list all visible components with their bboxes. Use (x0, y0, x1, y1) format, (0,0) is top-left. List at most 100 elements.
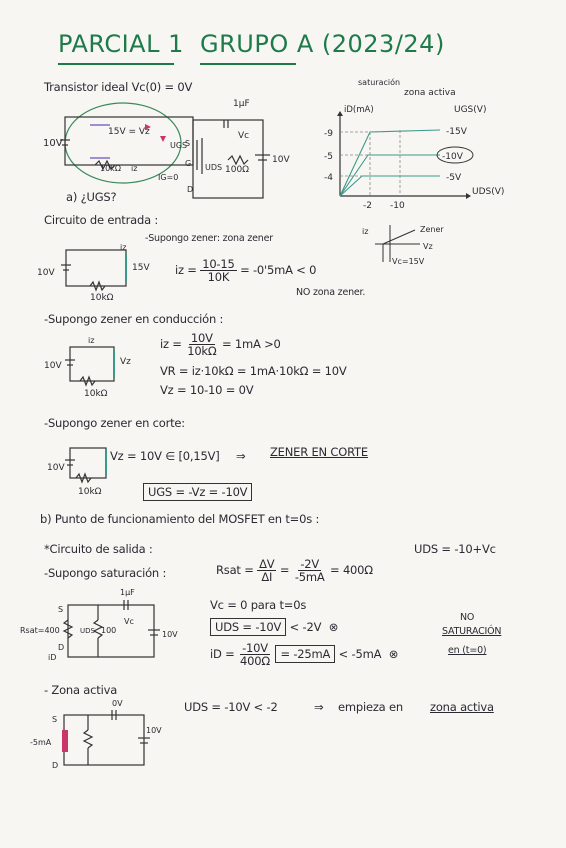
activa-c-src: 10V (146, 726, 162, 735)
salida-header: *Circuito de salida : (44, 542, 153, 556)
question-a: a) ¿UGS? (66, 190, 117, 204)
graph-xtick-10: -10 (390, 201, 405, 211)
salida-saturacion: SATURACIÓN (442, 626, 502, 637)
entrada-c-z: 15V (132, 263, 150, 273)
salida-uds-row: UDS = -10V < -2V ⊗ (210, 618, 338, 636)
salida-vc0: Vc = 0 para t=0s (210, 598, 307, 612)
cond-eq-num: 10V (188, 331, 215, 345)
graph-sat-label: saturación (358, 77, 400, 87)
entrada-vz-label: Vz (423, 242, 433, 251)
activa-eq: UDS = -10V < -2 (184, 700, 278, 714)
salida-c-vc: Vc (124, 617, 134, 626)
eq1-den: 10K (207, 270, 230, 284)
entrada-sup1: -Supongo zener: zona zener (145, 233, 273, 244)
activa-result: zona activa (430, 700, 494, 714)
c1-ugs: UGS (170, 141, 187, 150)
activa-c-s: S (52, 715, 57, 724)
activa-result-pre: empieza en (338, 700, 403, 714)
conduccion-vz: Vz = 10-10 = 0V (160, 383, 254, 397)
eq1-lhs: iz = (175, 263, 197, 277)
corte-ugs-box: UGS = -Vz = -10V (143, 483, 253, 501)
rsat-d2: -5mA (294, 570, 325, 584)
corte-result: ZENER EN CORTE (270, 445, 368, 459)
salida-c-rsat: Rsat=400 (20, 626, 60, 635)
salida-c-uds: UDS (80, 627, 96, 635)
activa-arrow: ⇒ (314, 700, 324, 714)
c1-vc: Vc (238, 131, 249, 141)
entrada-no-zener: NO zona zener. (296, 287, 366, 298)
corte-c-r: 10kΩ (78, 487, 102, 497)
cond-c-src: 10V (44, 361, 62, 371)
salida-c-d: D (58, 643, 64, 652)
cond-c-r: 10kΩ (84, 389, 108, 399)
graph-xtick-2: -2 (363, 201, 372, 211)
question-b: b) Punto de funcionamiento del MOSFET en… (40, 512, 320, 526)
entrada-iz-label: iz (362, 227, 368, 236)
salida-id-lhs: iD = (210, 647, 235, 661)
cond-c-iz: iz (88, 336, 94, 345)
title-underline-1 (58, 63, 174, 65)
eq1-rhs: = -0'5mA < 0 (240, 263, 317, 277)
c1-src-left: 10V (43, 138, 63, 149)
activa-c-d: D (52, 761, 58, 770)
salida-id-den: 400Ω (240, 654, 270, 668)
c1-zener: 15V = Vz (108, 127, 150, 137)
entrada-c-r: 10kΩ (90, 293, 114, 303)
graph-curve-5: -5V (446, 173, 462, 183)
salida-c-s: S (58, 605, 63, 614)
corte-arrow: ⇒ (236, 449, 246, 463)
activa-header: - Zona activa (44, 683, 118, 697)
conduccion-header: -Supongo zener en conducción : (44, 312, 224, 326)
c1-r1: 10kΩ (100, 164, 121, 173)
rsat-n1: ΔV (257, 557, 277, 571)
corte-c-src: 10V (47, 463, 65, 473)
intro-text: Transistor ideal Vc(0) = 0V (44, 80, 193, 94)
entrada-c-src: 10V (37, 268, 55, 278)
cond-eq-lhs: iz = (160, 337, 182, 351)
entrada-header: Circuito de entrada : (44, 213, 159, 227)
graph-uds-axis: UDS(V) (472, 187, 504, 197)
graph-ytick-4: -4 (324, 173, 333, 183)
salida-sup: -Supongo saturación : (44, 566, 167, 580)
conduccion-vr: VR = iz·10kΩ = 1mA·10kΩ = 10V (160, 364, 347, 378)
salida-en-t0: en (t=0) (448, 645, 487, 656)
rsat-d1: ΔI (261, 570, 273, 584)
c1-src-right: 10V (272, 155, 290, 165)
activa-c-i: -5mA (30, 738, 52, 747)
graph-ytick-9: -9 (324, 129, 333, 139)
rsat-rhs: = 400Ω (330, 563, 373, 577)
cond-eq-den: 10kΩ (187, 344, 217, 358)
c1-cap: 1μF (233, 99, 250, 109)
graph-curve-10: -10V (442, 152, 464, 162)
corte-vz: Vz = 10V ∈ [0,15V] (110, 449, 220, 463)
salida-c-id: iD (48, 653, 56, 662)
c1-d: D (187, 185, 193, 194)
salida-uds-box: UDS = -10V (210, 618, 287, 636)
corte-header: -Supongo zener en corte: (44, 416, 185, 430)
salida-id-cmp: < -5mA (338, 647, 382, 661)
rsat-lhs: Rsat = (216, 563, 254, 577)
entrada-c-iz: iz (120, 243, 126, 252)
c1-r2: 100Ω (225, 165, 249, 175)
c1-s: S (185, 139, 190, 148)
c1-ig: IG=0 (158, 173, 178, 182)
rsat-n2: -2V (298, 557, 322, 571)
graph-curve-15: -15V (446, 127, 468, 137)
salida-c-100: 100 (101, 626, 116, 635)
cond-c-vz: Vz (120, 357, 131, 367)
salida-uds-eq: UDS = -10+Vc (414, 542, 496, 556)
title-grupo: GRUPO A (2023/24) (200, 30, 445, 58)
entrada-zener-label: Zener (420, 225, 444, 234)
c1-iz: iz (131, 164, 137, 173)
salida-id-box: = -25mA (275, 645, 336, 663)
entrada-vc15: Vc=15V (392, 257, 425, 266)
